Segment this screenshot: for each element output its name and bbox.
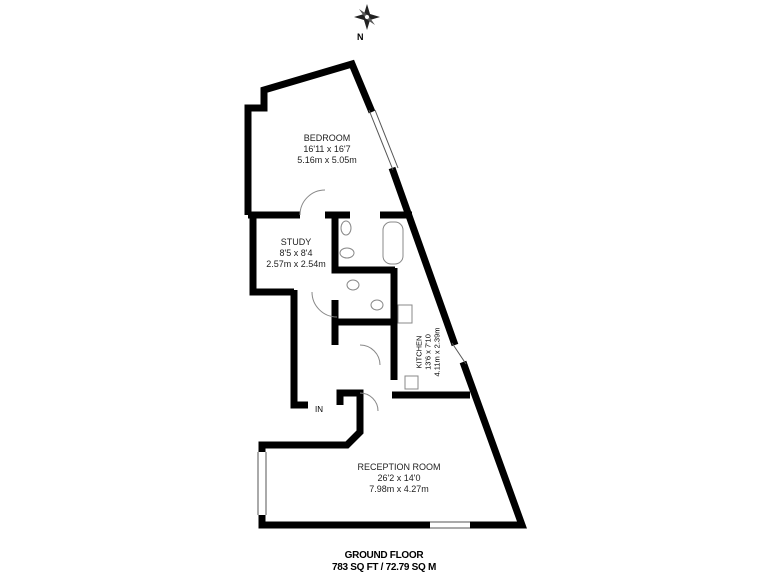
- room-imperial: 16'11 x 16'7: [303, 144, 351, 154]
- room-name: BEDROOM: [303, 133, 351, 143]
- entrance-label: IN: [315, 405, 323, 414]
- room-metric: 7.98m x 4.27m: [369, 484, 429, 494]
- room-metric: 4.11m x 2.39m: [432, 327, 442, 377]
- floor-area: 783 SQ FT / 72.79 SQ M: [331, 562, 437, 573]
- room-imperial: 13'6 x 7'10: [423, 334, 433, 370]
- room-metric: 5.16m x 5.05m: [297, 155, 357, 165]
- room-reception: RECEPTION ROOM 26'2 x 14'0 7.98m x 4.27m: [357, 462, 440, 495]
- room-bedroom: BEDROOM 16'11 x 16'7 5.16m x 5.05m: [297, 133, 357, 166]
- fixtures: [299, 189, 419, 412]
- room-study: STUDY 8'5 x 8'4 2.57m x 2.54m: [266, 237, 326, 270]
- room-imperial: 26'2 x 14'0: [377, 473, 421, 483]
- room-kitchen: KITCHEN 13'6 x 7'10 4.11m x 2.39m: [415, 327, 442, 376]
- windows: [257, 109, 470, 529]
- room-name: KITCHEN: [414, 335, 424, 369]
- room-metric: 2.57m x 2.54m: [266, 259, 326, 269]
- room-name: STUDY: [280, 237, 312, 247]
- room-imperial: 8'5 x 8'4: [279, 248, 313, 258]
- floor-name: GROUND FLOOR: [344, 550, 424, 561]
- room-name: RECEPTION ROOM: [357, 462, 441, 472]
- north-label: N: [357, 32, 364, 42]
- floor-summary: GROUND FLOOR 783 SQ FT / 72.79 SQ M: [332, 550, 436, 574]
- compass-icon: [354, 4, 380, 30]
- walls: [244, 59, 527, 529]
